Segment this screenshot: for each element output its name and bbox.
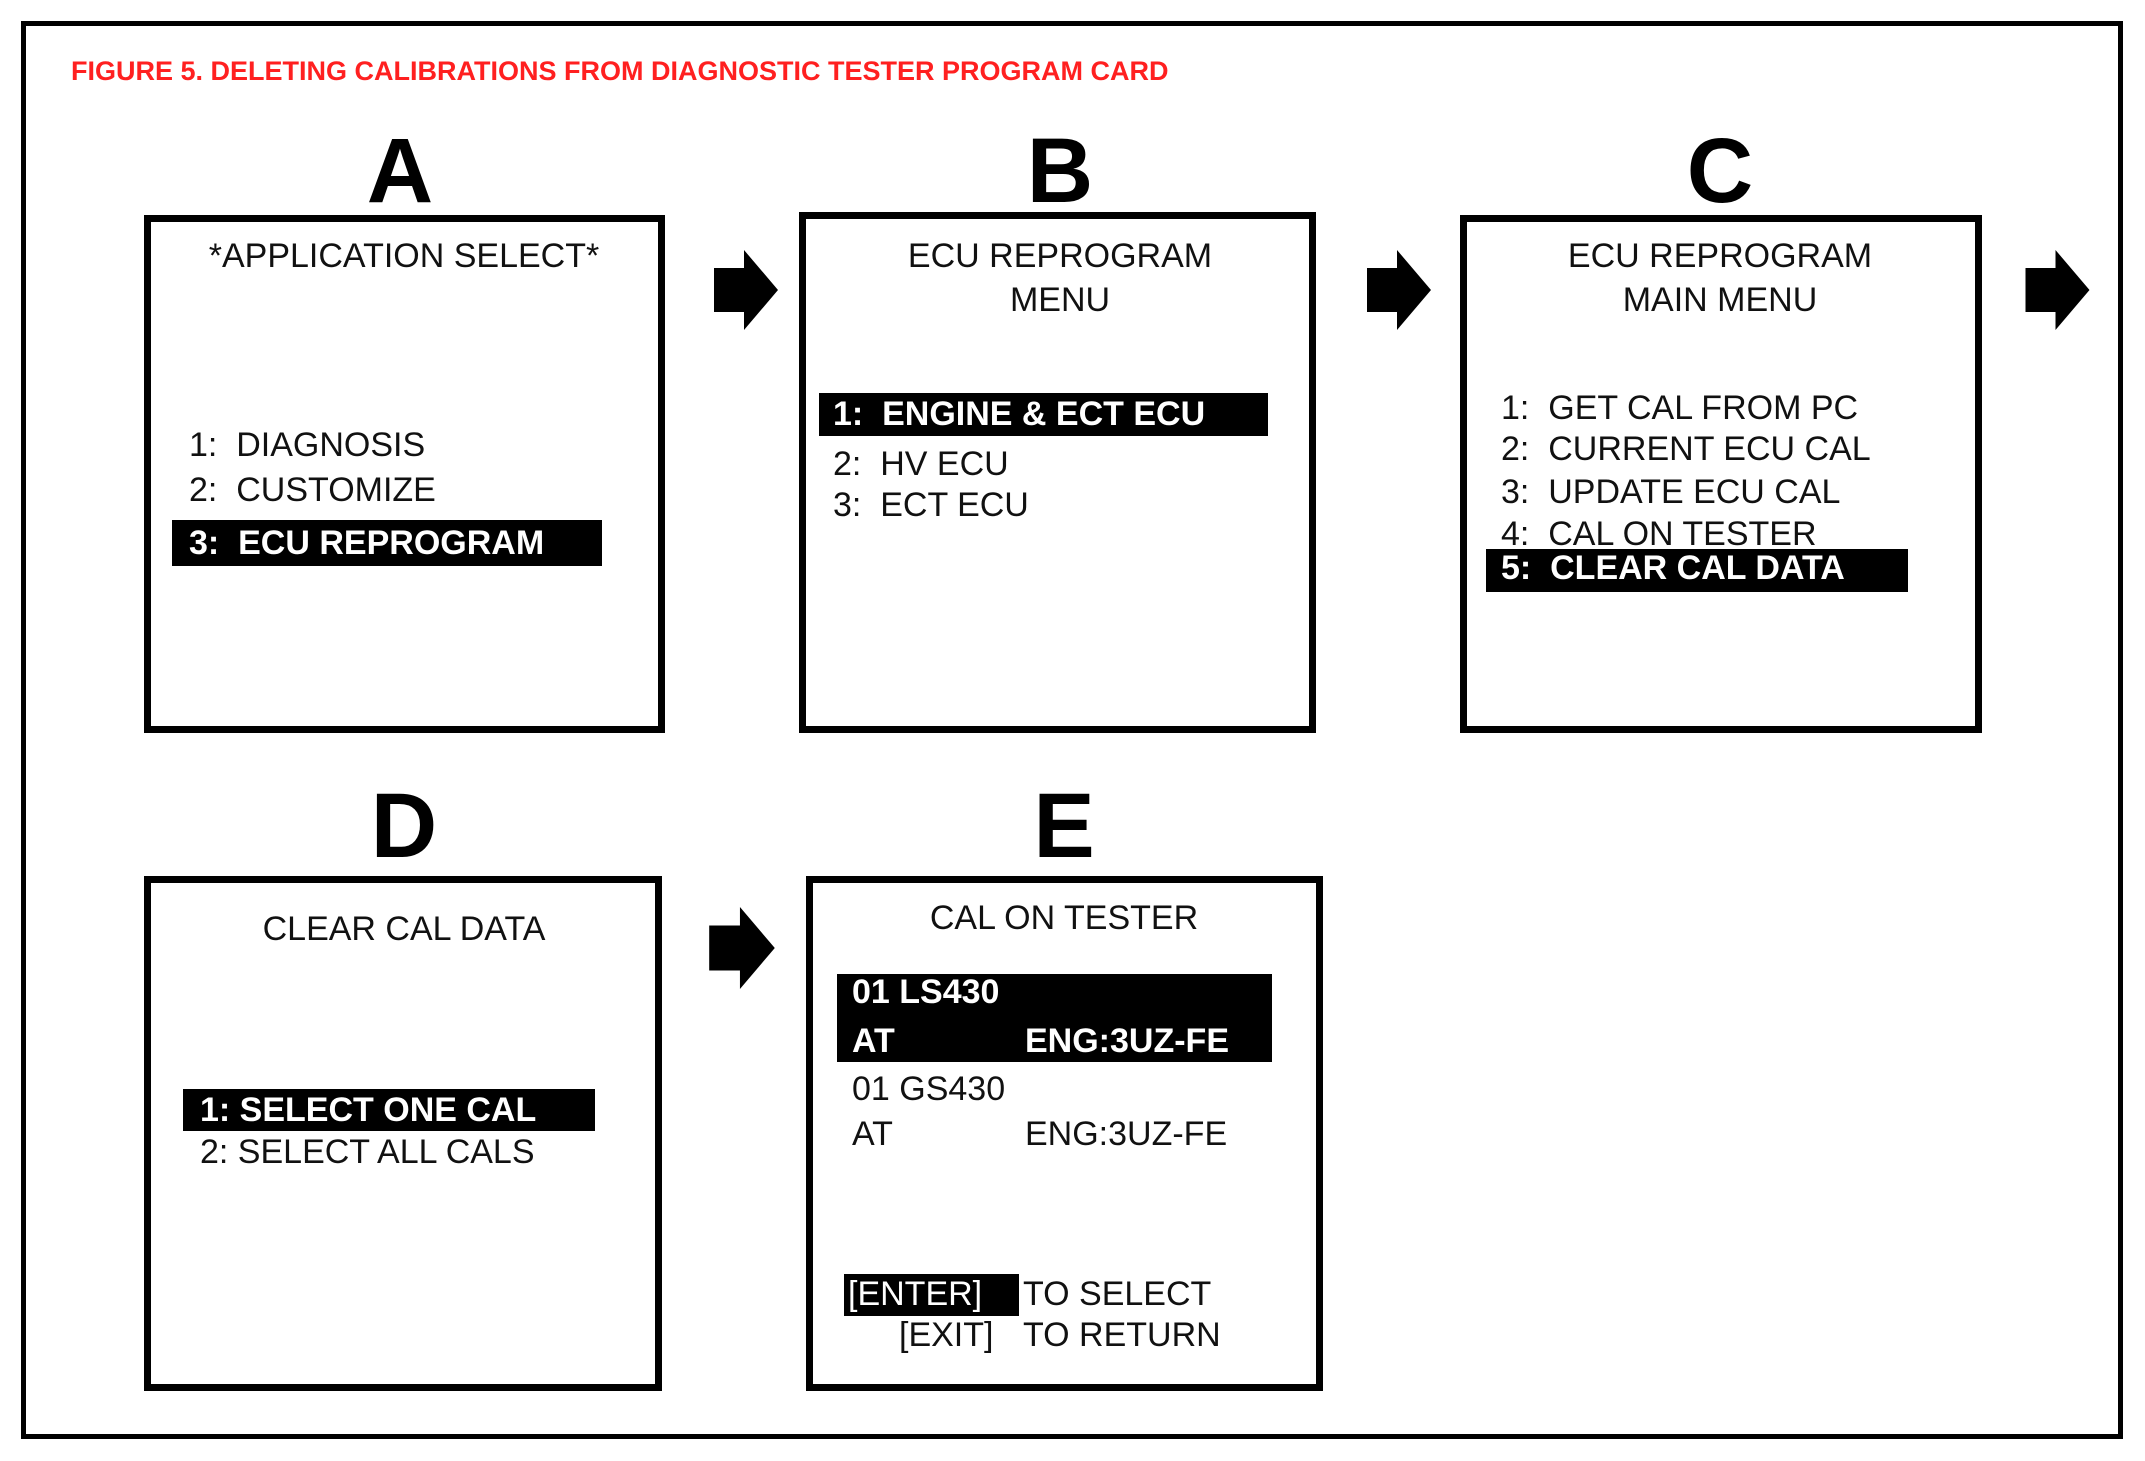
arrow-right-icon: [714, 250, 778, 330]
figure-title: FIGURE 5. DELETING CALIBRATIONS FROM DIA…: [71, 56, 1169, 86]
screen-d: [144, 876, 662, 1391]
arrow-right-icon: [2025, 250, 2090, 330]
cal-entry-model: 01 GS430: [852, 1070, 1006, 1108]
exit-key-label: [EXIT]: [899, 1316, 994, 1354]
screen-d-title: CLEAR CAL DATA: [262, 910, 546, 948]
arrow-right-icon: [709, 907, 775, 989]
figure-frame: [21, 21, 2123, 1439]
menu-item: 4: CAL ON TESTER: [1501, 515, 1817, 553]
cal-entry-model: 01 LS430: [852, 973, 1000, 1011]
screen-a-title: *APPLICATION SELECT*: [208, 237, 600, 275]
menu-item: 1: DIAGNOSIS: [189, 426, 426, 464]
screen-b-title: ECU REPROGRAM: [907, 237, 1213, 275]
selection-highlight: [172, 520, 602, 566]
screen-c: [1460, 215, 1982, 733]
menu-item: 1: GET CAL FROM PC: [1501, 389, 1859, 427]
screen-c-title: ECU REPROGRAM: [1567, 237, 1873, 275]
screen-e-title: CAL ON TESTER: [929, 899, 1199, 937]
enter-key-highlight: [844, 1274, 1019, 1316]
menu-item: 2: CUSTOMIZE: [189, 471, 436, 509]
panel-letter-c: C: [1686, 120, 1754, 222]
enter-key-label: [ENTER]: [848, 1275, 983, 1313]
cal-entry-trans: AT: [852, 1115, 893, 1153]
panel-letter-a: A: [366, 120, 434, 222]
screen-b: [799, 212, 1316, 733]
selection-highlight: [837, 974, 1272, 1062]
screen-a: [144, 215, 665, 733]
screen-b-subtitle: MENU: [1009, 281, 1111, 319]
cal-entry-engine: ENG:3UZ-FE: [1025, 1022, 1229, 1060]
menu-item-selected: 1: ENGINE & ECT ECU: [833, 395, 1206, 433]
selection-highlight: [819, 393, 1268, 436]
menu-item: 2: SELECT ALL CALS: [200, 1133, 535, 1171]
panel-letter-b: B: [1026, 120, 1094, 222]
panel-letter-e: E: [1033, 775, 1095, 877]
menu-item: 3: UPDATE ECU CAL: [1501, 473, 1841, 511]
cal-entry-engine: ENG:3UZ-FE: [1025, 1115, 1228, 1153]
exit-instruction: TO RETURN: [1023, 1316, 1221, 1354]
menu-item: 2: HV ECU: [833, 445, 1009, 483]
enter-instruction: TO SELECT: [1023, 1275, 1212, 1313]
cal-entry-trans: AT: [852, 1022, 895, 1060]
selection-highlight: [1486, 549, 1908, 592]
panel-letter-d: D: [370, 775, 438, 877]
screen-c-subtitle: MAIN MENU: [1622, 281, 1818, 319]
menu-item-selected: 1: SELECT ONE CAL: [200, 1091, 537, 1129]
selection-highlight: [183, 1089, 595, 1131]
arrow-right-icon: [1367, 250, 1431, 330]
menu-item: 3: ECT ECU: [833, 486, 1029, 524]
menu-item-selected: 3: ECU REPROGRAM: [189, 524, 545, 562]
menu-item-selected: 5: CLEAR CAL DATA: [1501, 549, 1845, 587]
menu-item: 2: CURRENT ECU CAL: [1501, 430, 1871, 468]
